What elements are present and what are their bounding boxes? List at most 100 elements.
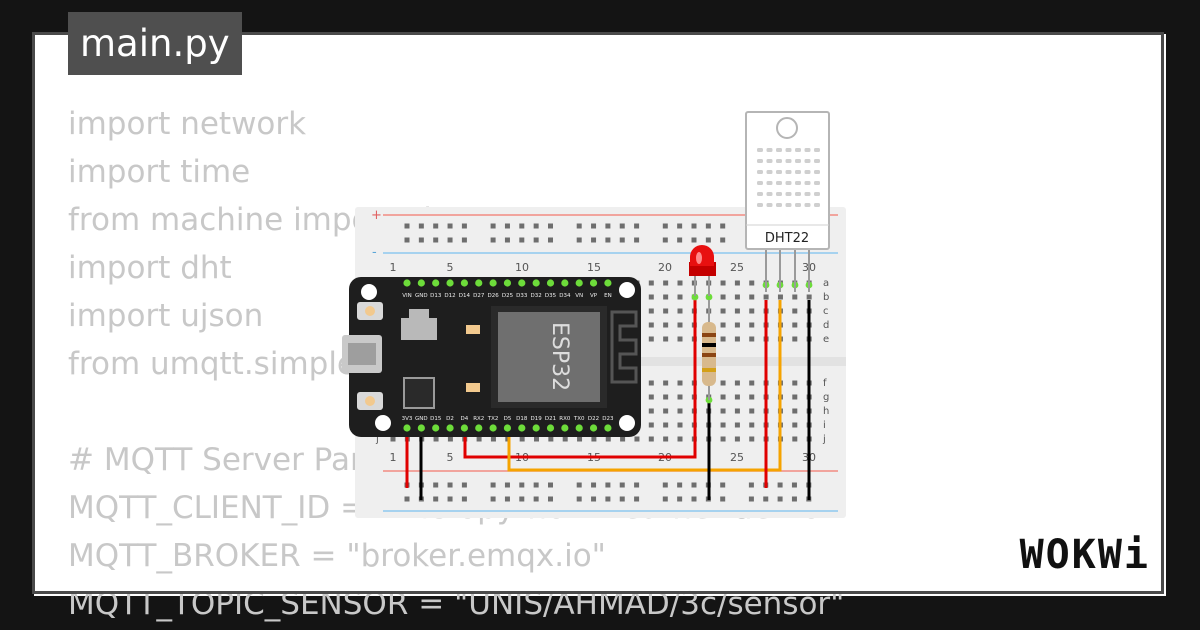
breadboard-hole bbox=[720, 408, 726, 414]
column-number: 5 bbox=[447, 451, 454, 464]
rail-hole bbox=[404, 237, 410, 243]
pin-label-bottom: RX0 bbox=[559, 416, 571, 422]
breadboard-hole bbox=[720, 394, 726, 400]
pin-label-bottom: D22 bbox=[588, 416, 599, 422]
pin-bottom bbox=[417, 424, 425, 432]
breadboard-hole bbox=[677, 294, 683, 300]
rail-hole bbox=[504, 237, 510, 243]
grille-slot bbox=[795, 203, 801, 207]
row-letter: j bbox=[822, 434, 826, 445]
rail-hole bbox=[691, 496, 697, 502]
rail-hole bbox=[619, 496, 625, 502]
resistor-band bbox=[702, 333, 716, 337]
pin-label-top: D26 bbox=[487, 293, 499, 299]
grille-slot bbox=[766, 181, 773, 185]
grille-slot bbox=[757, 159, 763, 163]
breadboard-hole bbox=[792, 336, 798, 342]
column-number: 1 bbox=[390, 451, 397, 464]
breadboard-hole bbox=[720, 380, 726, 386]
grille-slot bbox=[785, 203, 792, 207]
pin-label-bottom: D5 bbox=[504, 416, 512, 422]
grille-slot bbox=[804, 148, 811, 152]
pin-bottom bbox=[561, 424, 569, 432]
pin-top bbox=[604, 279, 612, 287]
rail-hole bbox=[533, 496, 539, 502]
breadboard-hole bbox=[577, 436, 583, 442]
grille-slot bbox=[766, 170, 773, 174]
grille-slot bbox=[766, 159, 773, 163]
row-letter: h bbox=[823, 406, 829, 417]
pin-top bbox=[403, 279, 411, 287]
pin-top bbox=[561, 279, 569, 287]
row-letter: g bbox=[823, 392, 829, 403]
grille-slot bbox=[795, 192, 801, 196]
pin-label-top: D13 bbox=[430, 293, 442, 299]
breadboard-hole bbox=[648, 394, 654, 400]
pin-label-top: D25 bbox=[502, 293, 514, 299]
grille-slot bbox=[814, 203, 820, 207]
row-letter: f bbox=[823, 378, 827, 389]
rail-hole bbox=[705, 223, 711, 229]
breadboard-hole bbox=[720, 422, 726, 428]
pin-label-bottom: D15 bbox=[430, 416, 442, 422]
rail-hole bbox=[504, 482, 510, 488]
pin-label-top: VIN bbox=[402, 293, 412, 299]
board-pin-labels: VIN3V3GNDGNDD13D15D12D2D14D4D27RX2D26TX2… bbox=[402, 293, 614, 422]
grille-slot bbox=[785, 192, 792, 196]
pin-label-bottom: D23 bbox=[602, 416, 614, 422]
breadboard-hole bbox=[734, 380, 740, 386]
esp32-board[interactable]: ESP32 VIN3V3GNDGNDD13D15D12D2D14D4D27RX2… bbox=[342, 277, 813, 437]
pin-bottom bbox=[475, 424, 483, 432]
red-led[interactable] bbox=[689, 245, 716, 296]
pin-bottom bbox=[403, 424, 411, 432]
board-pins bbox=[403, 279, 813, 432]
breadboard-hole bbox=[749, 308, 755, 314]
row-letter: i bbox=[823, 420, 826, 431]
pin-top bbox=[532, 279, 540, 287]
rail-hole bbox=[605, 496, 611, 502]
rail-hole bbox=[591, 496, 597, 502]
connection-dot bbox=[691, 293, 699, 301]
pin-label-bottom: D21 bbox=[545, 416, 556, 422]
wire-d5-sensor-orange bbox=[507, 300, 782, 472]
led-highlight bbox=[696, 252, 702, 264]
breadboard-hole bbox=[792, 380, 798, 386]
resistor[interactable] bbox=[702, 300, 716, 400]
rail-hole bbox=[461, 237, 467, 243]
pin-label-bottom: RX2 bbox=[473, 416, 484, 422]
chip-label: ESP32 bbox=[547, 322, 572, 391]
rail-hole bbox=[619, 223, 625, 229]
pin-label-top: VN bbox=[575, 293, 583, 299]
pin-top bbox=[417, 279, 425, 287]
pin-top bbox=[503, 279, 512, 287]
code-line: import network bbox=[68, 106, 307, 142]
grille-slot bbox=[804, 170, 811, 174]
pin-bottom bbox=[503, 424, 512, 432]
rail-hole bbox=[591, 237, 597, 243]
resistor-band bbox=[702, 353, 716, 357]
rail-hole bbox=[504, 496, 510, 502]
antenna-trace-icon bbox=[610, 310, 638, 384]
breadboard-hole bbox=[677, 380, 683, 386]
pin-label-top: VP bbox=[590, 293, 598, 299]
pin-bottom bbox=[546, 424, 555, 432]
rail-hole bbox=[576, 496, 582, 502]
dht22-sensor[interactable]: DHT22 bbox=[745, 111, 830, 292]
usb-chip bbox=[403, 377, 435, 409]
grille-slot bbox=[776, 148, 782, 152]
grille-slot bbox=[757, 148, 763, 152]
pin-bottom bbox=[589, 424, 598, 432]
pin-label-top: GND bbox=[415, 293, 428, 299]
rail-hole bbox=[619, 237, 625, 243]
pin-top bbox=[446, 279, 454, 287]
breadboard-hole bbox=[648, 280, 654, 286]
grille-slot bbox=[795, 181, 801, 185]
wokwi-logo[interactable]: WOKWi bbox=[1019, 532, 1150, 578]
breadboard-hole bbox=[663, 380, 669, 386]
column-numbers: 115510101515202025253030 bbox=[390, 261, 817, 464]
rail-hole bbox=[591, 482, 597, 488]
grille-slot bbox=[785, 148, 792, 152]
breadboard-hole bbox=[476, 436, 482, 442]
breadboard-hole bbox=[720, 294, 726, 300]
file-tab[interactable]: main.py bbox=[68, 12, 242, 75]
